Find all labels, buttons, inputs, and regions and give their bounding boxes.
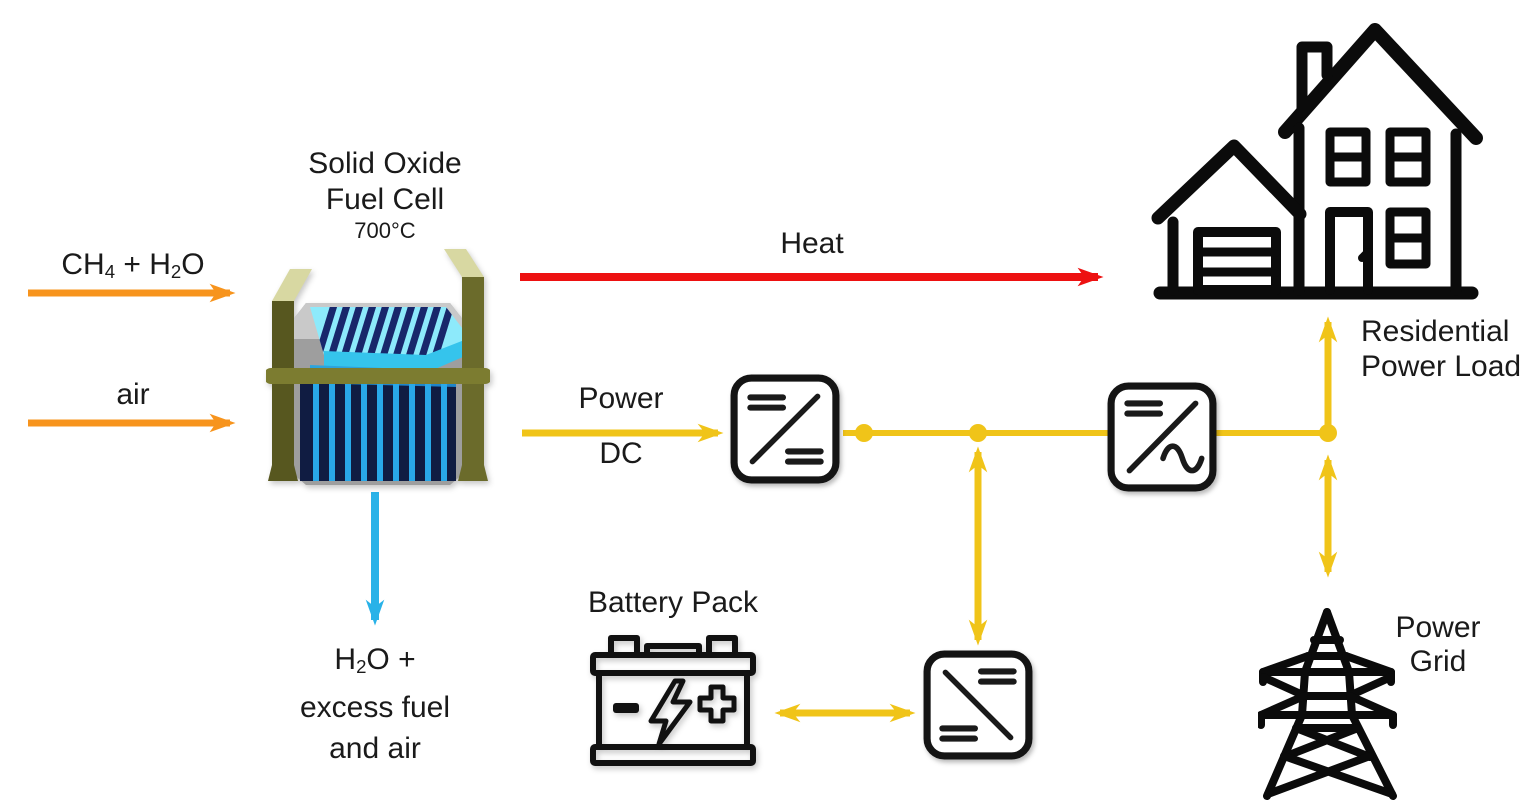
house-icon bbox=[1151, 23, 1483, 300]
fuel-cell-title: Solid Oxide Fuel Cell bbox=[308, 147, 462, 216]
transmission-tower-icon bbox=[1258, 608, 1397, 800]
bus-junction-dot bbox=[969, 424, 987, 442]
battery-minus-terminal-icon bbox=[613, 703, 639, 713]
residential-load-label: Residential Power Load bbox=[1361, 315, 1522, 383]
fuel-cell-icon bbox=[266, 249, 490, 485]
power-label: Power bbox=[578, 382, 664, 415]
battery-icon bbox=[590, 635, 756, 766]
heat-label: Heat bbox=[780, 227, 844, 260]
fuel-cell-temperature: 700°C bbox=[354, 218, 416, 243]
fuel-input-label: CH4 + H2O bbox=[61, 248, 205, 283]
exhaust-label: H2O + excess fuel and air bbox=[299, 643, 451, 766]
air-input-label: air bbox=[116, 378, 150, 411]
dc-label: DC bbox=[599, 437, 643, 470]
dc-dc-converter-icon bbox=[730, 374, 840, 484]
battery-dc-dc-converter-icon bbox=[923, 650, 1033, 760]
battery-pack-label: Battery Pack bbox=[587, 586, 759, 619]
bus-junction-dot bbox=[855, 424, 873, 442]
power-grid-label: Power Grid bbox=[1395, 611, 1481, 678]
dc-ac-inverter-icon bbox=[1107, 382, 1217, 492]
bus-junction-dot bbox=[1319, 424, 1337, 442]
